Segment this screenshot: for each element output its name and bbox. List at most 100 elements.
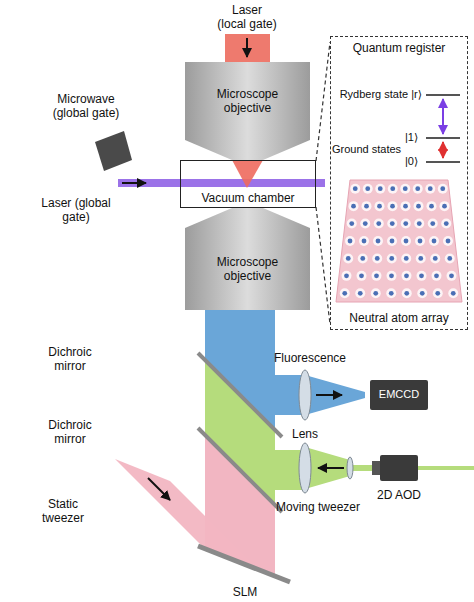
component-label: Microwave (global gate) [48, 92, 124, 120]
beam-arrow [122, 182, 146, 184]
trap-site [355, 288, 365, 298]
atom [432, 239, 437, 244]
beam-label: Moving tweezer [266, 500, 370, 514]
objective-taper [185, 208, 310, 228]
beam-arrow [318, 467, 344, 469]
atom [390, 239, 395, 244]
trap-site [350, 184, 360, 194]
component-label: Dichroic mirror [40, 345, 100, 373]
atom [415, 186, 420, 191]
trap-site [387, 219, 397, 229]
trap-site [345, 236, 355, 246]
trap-site [360, 219, 370, 229]
component-label: SLM [225, 585, 265, 599]
atom-grid [340, 184, 459, 299]
energy-level [426, 137, 460, 139]
trap-site [388, 184, 398, 194]
trap-site [402, 271, 412, 281]
atom [390, 204, 395, 209]
trap-site [414, 201, 424, 211]
beam-label: Laser (local gate) [217, 3, 277, 31]
atom [435, 291, 440, 296]
trap-site [425, 184, 435, 194]
trap-site [401, 253, 411, 263]
atom [447, 256, 452, 261]
trap-site [400, 184, 410, 194]
trap-site [415, 236, 425, 246]
trap-site [417, 288, 427, 298]
aod-aperture [372, 461, 381, 475]
atom [428, 186, 433, 191]
atom [377, 204, 382, 209]
trap-site [427, 201, 437, 211]
ground-transition [442, 142, 444, 158]
atom [434, 273, 439, 278]
lens [347, 457, 353, 479]
atom [403, 186, 408, 191]
moving-tweezer-beam [350, 465, 374, 471]
panel-label: Neutral atom array [330, 311, 468, 325]
aod-device [380, 455, 418, 481]
fluorescence-beam [220, 375, 305, 415]
atom [416, 204, 421, 209]
slm [198, 546, 290, 582]
trap-site [340, 288, 350, 298]
state-symbol: |0⟩ [405, 155, 423, 168]
trap-site [433, 288, 443, 298]
atom [376, 239, 381, 244]
atom [365, 186, 370, 191]
emccd-camera [370, 380, 428, 410]
atom [375, 256, 380, 261]
atom [444, 221, 449, 226]
trap-site [401, 201, 411, 211]
zoom-line [316, 42, 330, 161]
objective-lens: Microscope objective [185, 62, 310, 140]
beam-label: Fluorescence [268, 351, 352, 365]
atom [373, 291, 378, 296]
atom [344, 273, 349, 278]
moving-tweezer-beam [305, 447, 350, 489]
fluorescence-beam [305, 375, 365, 415]
dichroic-mirror [198, 428, 282, 512]
trap-site [402, 288, 412, 298]
objective-taper [185, 140, 310, 160]
beam-arrow [246, 38, 248, 57]
atom [348, 239, 353, 244]
atom [390, 221, 395, 226]
atom [349, 221, 354, 226]
objective-lens: Microscope objective [185, 228, 310, 310]
atom [419, 273, 424, 278]
trap-site [349, 201, 359, 211]
beam-arrow [148, 478, 170, 500]
atom [440, 186, 445, 191]
component-label: EMCCD [370, 388, 428, 401]
global-laser-beam [118, 179, 325, 187]
register-panel: Quantum register [330, 36, 468, 330]
trap-site [440, 201, 450, 211]
component-label: 2D AOD [370, 488, 428, 502]
trap-site [443, 236, 453, 246]
trap-site [413, 184, 423, 194]
atom [389, 256, 394, 261]
trap-site [430, 253, 440, 263]
atom [358, 291, 363, 296]
trap-site [432, 271, 442, 281]
atom [403, 221, 408, 226]
trap-site [343, 253, 353, 263]
trap-site [401, 236, 411, 246]
atom [362, 239, 367, 244]
atom [374, 273, 379, 278]
atom [433, 256, 438, 261]
atom [363, 221, 368, 226]
trap-site [387, 253, 397, 263]
trap-site [362, 201, 372, 211]
trap-site [357, 271, 367, 281]
atom [364, 204, 369, 209]
atom [451, 291, 456, 296]
atom [429, 204, 434, 209]
atom [346, 256, 351, 261]
lens [299, 443, 311, 493]
atom [342, 291, 347, 296]
